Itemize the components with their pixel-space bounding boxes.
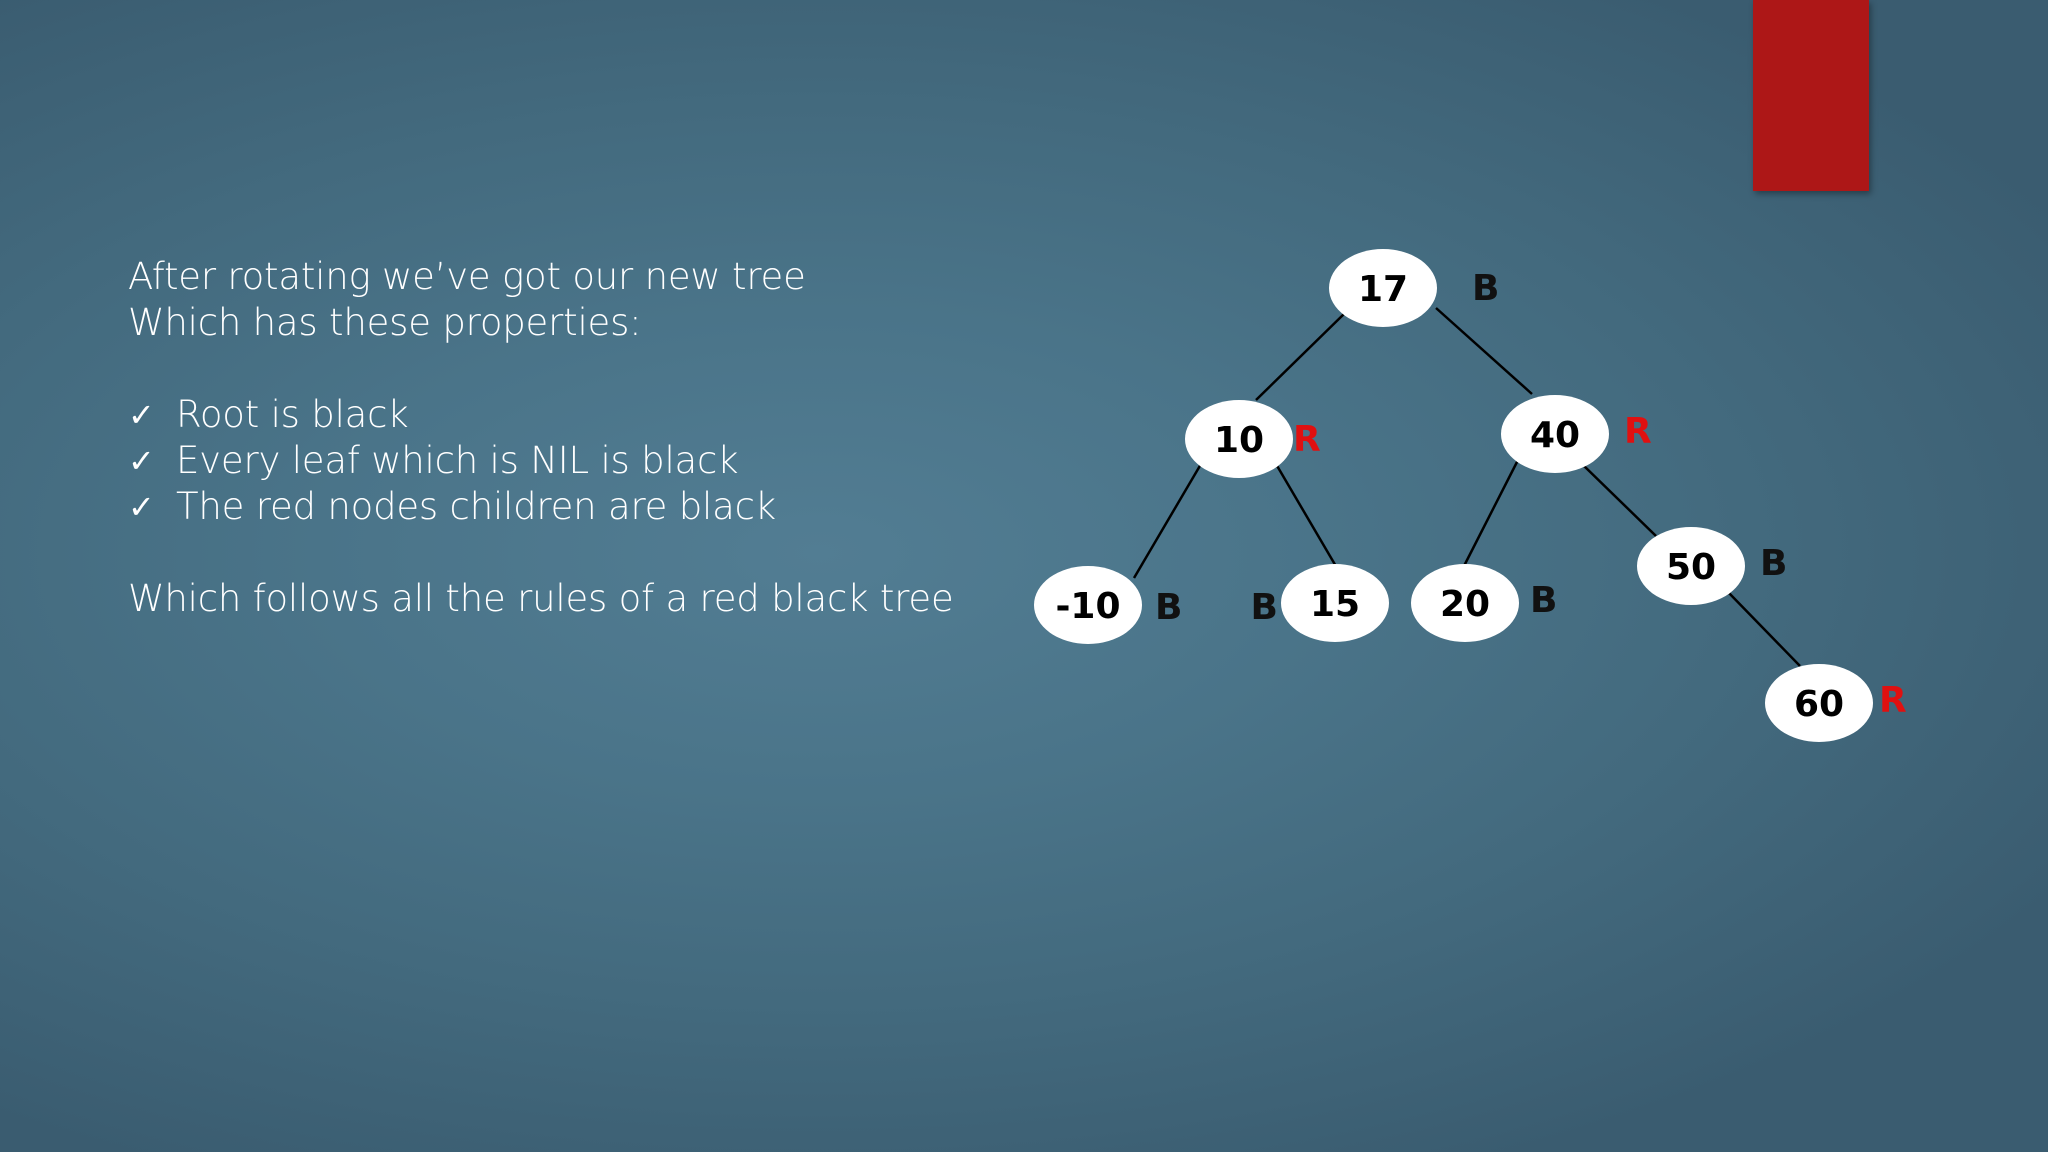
checkmark-icon: ✓ [128, 396, 155, 434]
node-circle [1185, 400, 1293, 478]
node-color-label: B [1155, 587, 1182, 628]
tree-node: 15 B [1251, 564, 1389, 642]
accent-bar [1753, 0, 1869, 191]
tree-node: 40 R [1501, 395, 1652, 473]
slide-text: After rotating we’ve got our new tree Wh… [128, 254, 1028, 622]
node-color-label: B [1251, 587, 1278, 628]
node-value: 40 [1530, 415, 1580, 456]
tree-edge [1727, 591, 1801, 667]
intro-line-1: After rotating we’ve got our new tree [128, 255, 806, 298]
node-color-label: B [1760, 543, 1787, 584]
tree-node: 50 B [1637, 527, 1787, 605]
node-circle [1034, 566, 1142, 644]
property-item: ✓ Every leaf which is NIL is black [128, 438, 1028, 484]
node-color-label: R [1293, 419, 1321, 460]
node-value: 60 [1794, 684, 1844, 725]
node-value: 50 [1666, 547, 1716, 588]
node-color-label: R [1624, 411, 1652, 452]
tree-edge [1255, 311, 1347, 401]
node-value: 15 [1310, 584, 1360, 625]
node-color-label: B [1472, 268, 1499, 309]
tree-edge [1581, 463, 1657, 537]
tree-node: 17 B [1329, 249, 1499, 327]
node-value: 10 [1214, 420, 1264, 461]
node-color-label: B [1530, 580, 1557, 621]
property-label: The red nodes children are black [176, 485, 776, 528]
property-item: ✓ Root is black [128, 392, 1028, 438]
tree-node: 20 B [1411, 564, 1557, 642]
tree-edge [1132, 463, 1203, 579]
tree-node: -10 B [1034, 566, 1182, 644]
checkmark-icon: ✓ [128, 442, 155, 480]
node-circle [1411, 564, 1519, 642]
node-value: 17 [1358, 269, 1408, 310]
property-label: Every leaf which is NIL is black [176, 439, 739, 482]
checkmark-icon: ✓ [128, 488, 155, 526]
node-circle [1329, 249, 1437, 327]
tree-edge [1462, 459, 1520, 567]
tree-edge [1274, 463, 1339, 569]
tree-node: 10 R [1185, 400, 1321, 478]
node-value: -10 [1055, 586, 1120, 627]
conclusion-line: Which follows all the rules of a red bla… [128, 577, 954, 620]
node-circle [1281, 564, 1389, 642]
node-circle [1501, 395, 1609, 473]
node-color-label: R [1879, 680, 1907, 721]
property-item: ✓ The red nodes children are black [128, 484, 1028, 530]
intro-line-2: Which has these properties: [128, 301, 642, 344]
node-value: 20 [1440, 584, 1490, 625]
tree-edge [1435, 307, 1533, 395]
property-label: Root is black [176, 393, 409, 436]
tree-node: 60 R [1765, 664, 1907, 742]
node-circle [1637, 527, 1745, 605]
node-circle [1765, 664, 1873, 742]
